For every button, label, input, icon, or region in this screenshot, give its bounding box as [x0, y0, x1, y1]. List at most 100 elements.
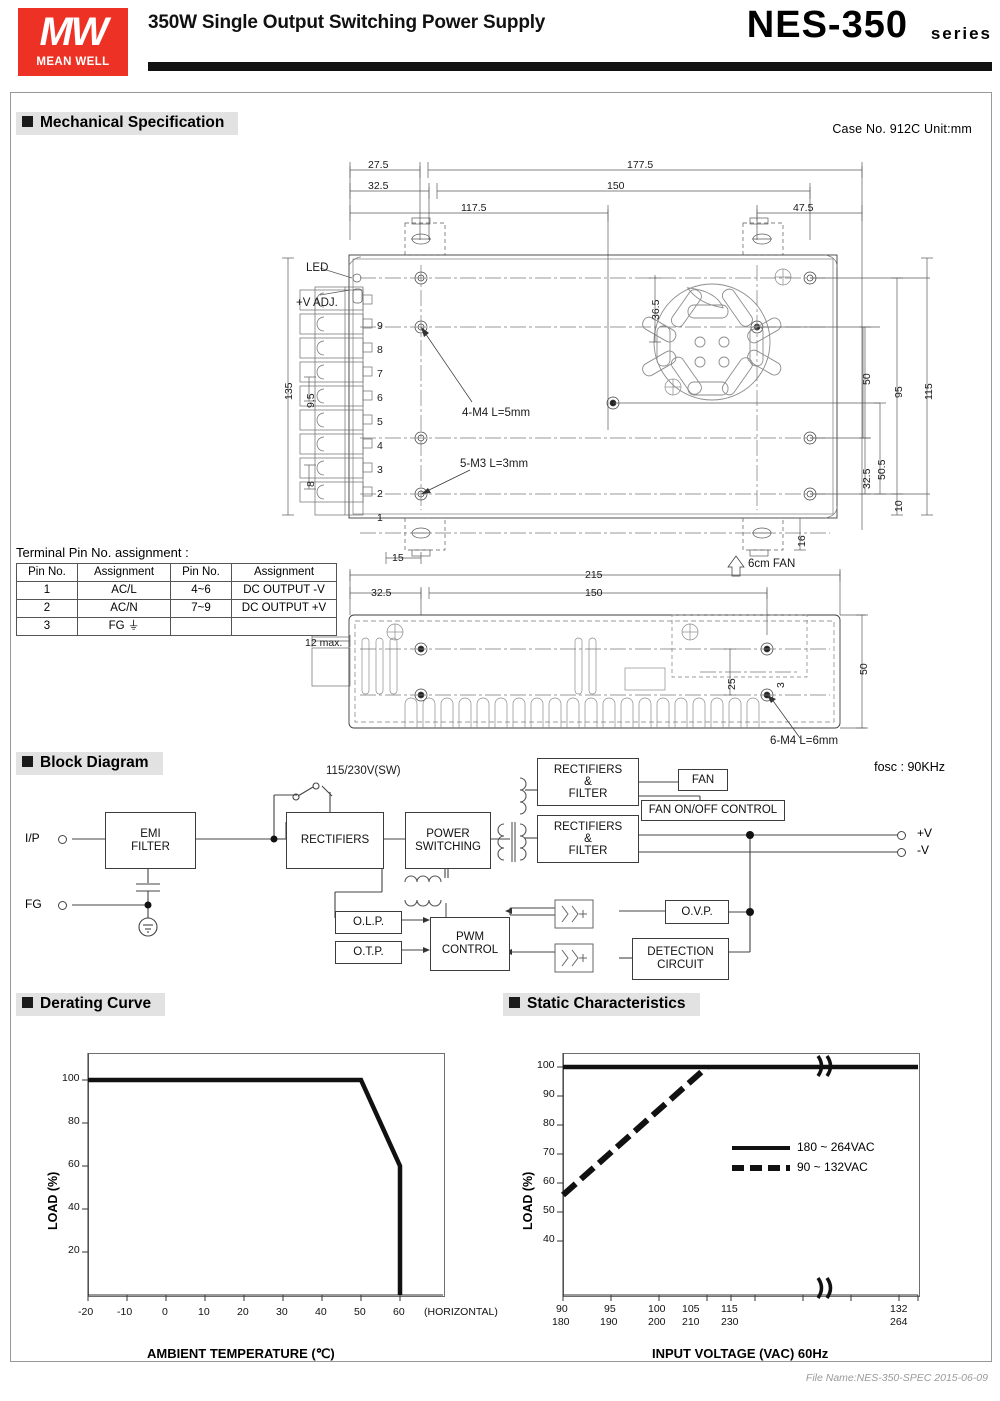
- input-terminal: [58, 835, 67, 844]
- dim-117-5: 117.5: [461, 202, 487, 214]
- dim-177-5: 177.5: [627, 159, 654, 171]
- logo-name: MEAN WELL: [36, 56, 110, 68]
- dim-25: 25: [726, 678, 738, 690]
- x-tick: 20: [237, 1306, 249, 1318]
- x-tick: -20: [78, 1306, 94, 1318]
- label-out-pos: +V: [917, 826, 933, 840]
- pin-number: 2: [377, 488, 383, 500]
- x-tick-top: 100: [648, 1303, 666, 1315]
- table-row: 2 AC/N 7~9 DC OUTPUT +V: [16, 599, 337, 618]
- x-tick-top: 132: [890, 1303, 908, 1315]
- derating-chart-plot: [88, 1053, 445, 1297]
- derating-chart-svg: [82, 1053, 443, 1301]
- x-tick-bottom: 230: [721, 1316, 739, 1328]
- x-tick: 60: [393, 1306, 405, 1318]
- cell: 4~6: [170, 581, 232, 600]
- pin-number: 8: [377, 344, 383, 356]
- th-pin-no-2: Pin No.: [170, 563, 232, 582]
- y-tick: 90: [543, 1088, 555, 1100]
- block-rectifiers-filter-1: RECTIFIERS & FILTER: [537, 758, 639, 806]
- x-tick-bottom: 200: [648, 1316, 666, 1328]
- dim-47-5: 47.5: [793, 202, 814, 214]
- x-tick-top: 95: [604, 1303, 616, 1315]
- bullet-square-icon: [22, 997, 33, 1008]
- dim-32-5-top: 32.5: [368, 180, 389, 192]
- y-tick: 40: [543, 1233, 555, 1245]
- case-number-note: Case No. 912C Unit:mm: [832, 122, 972, 136]
- section-title-static: Static Characteristics: [503, 993, 700, 1016]
- y-tick: 60: [543, 1175, 555, 1187]
- callout-6-m4: 6-M4 L=6mm: [770, 735, 839, 747]
- th-assignment-2: Assignment: [231, 563, 337, 582]
- block-power-switching: POWER SWITCHING: [405, 812, 491, 869]
- static-chart-svg: [557, 1053, 919, 1301]
- table-header-row: Pin No. Assignment Pin No. Assignment: [16, 563, 337, 582]
- block-emi-filter: EMI FILTER: [105, 812, 196, 869]
- section-label: Static Characteristics: [527, 995, 686, 1012]
- dim-32-5-side: 32.5: [371, 587, 392, 599]
- label-led: LED: [306, 262, 329, 274]
- x-tick-top: 115: [721, 1303, 738, 1315]
- header-series: series: [930, 24, 992, 43]
- block-fan: FAN: [678, 769, 728, 791]
- pin-number: 5: [377, 416, 383, 428]
- bullet-square-icon: [22, 756, 33, 767]
- table-row: 1 AC/L 4~6 DC OUTPUT -V: [16, 581, 337, 600]
- label-input: I/P: [25, 831, 40, 845]
- section-label: Derating Curve: [40, 995, 152, 1012]
- cell: DC OUTPUT -V: [231, 581, 337, 600]
- fg-terminal: [58, 901, 67, 910]
- pin-number: 4: [377, 440, 383, 452]
- x-tick: 0: [162, 1306, 168, 1318]
- label-out-neg: -V: [917, 843, 929, 857]
- x-tick: 10: [198, 1306, 210, 1318]
- block-pwm-control: PWM CONTROL: [430, 917, 510, 971]
- dim-32-5-right: 32.5: [861, 468, 873, 489]
- callout-4-m4: 4-M4 L=5mm: [462, 407, 531, 419]
- x-tick-bottom: 210: [682, 1316, 700, 1328]
- callout-5-m3: 5-M3 L=3mm: [460, 458, 529, 470]
- x-tick-bottom: 264: [890, 1316, 908, 1328]
- block-ovp: O.V.P.: [665, 900, 729, 924]
- x-tick-top: 105: [682, 1303, 700, 1315]
- y-tick: 20: [68, 1244, 80, 1256]
- dim-50-side: 50: [858, 663, 870, 675]
- pin-number: 6: [377, 392, 383, 404]
- output-neg-terminal: [897, 848, 906, 857]
- bullet-square-icon: [22, 116, 33, 127]
- mechanical-drawing: [282, 162, 933, 739]
- content-frame: [10, 92, 992, 1362]
- pin-number: 3: [377, 464, 383, 476]
- pin-table-title: Terminal Pin No. assignment :: [16, 545, 189, 560]
- block-detection-circuit: DETECTION CIRCUIT: [632, 938, 729, 980]
- fosc-label: fosc : 90KHz: [874, 760, 945, 774]
- block-olp: O.L.P.: [335, 911, 402, 934]
- th-assignment-1: Assignment: [77, 563, 171, 582]
- dim-115: 115: [923, 383, 935, 400]
- pin-assignment-table: Pin No. Assignment Pin No. Assignment 1 …: [16, 563, 337, 636]
- dim-8: 8: [305, 481, 317, 487]
- y-tick: 100: [537, 1059, 555, 1071]
- dim-15: 15: [392, 552, 404, 564]
- pin-number: 9: [377, 320, 383, 332]
- bullet-square-icon: [509, 997, 520, 1008]
- static-y-axis-label: LOAD (%): [521, 1171, 535, 1230]
- section-title-derating: Derating Curve: [16, 993, 166, 1016]
- y-tick: 40: [68, 1201, 80, 1213]
- dim-16: 16: [796, 535, 808, 547]
- derating-x-axis-label: AMBIENT TEMPERATURE (℃): [147, 1346, 335, 1361]
- x-tick-top: 90: [556, 1303, 568, 1315]
- y-tick: 70: [543, 1146, 555, 1158]
- page-header: MW MEAN WELL 350W Single Output Switchin…: [0, 0, 1000, 80]
- dim-50-top: 50: [861, 373, 873, 385]
- y-tick: 50: [543, 1204, 555, 1216]
- derating-horizontal-note: (HORIZONTAL): [424, 1306, 498, 1318]
- header-rule: [148, 62, 992, 71]
- y-tick: 100: [62, 1072, 80, 1084]
- dim-135: 135: [283, 382, 295, 400]
- derating-y-axis-label: LOAD (%): [46, 1171, 60, 1230]
- cell: DC OUTPUT +V: [231, 599, 337, 618]
- label-6cm-fan: 6cm FAN: [748, 558, 796, 570]
- section-title-mechanical: Mechanical Specification: [16, 112, 239, 135]
- label-fg: FG: [25, 897, 42, 911]
